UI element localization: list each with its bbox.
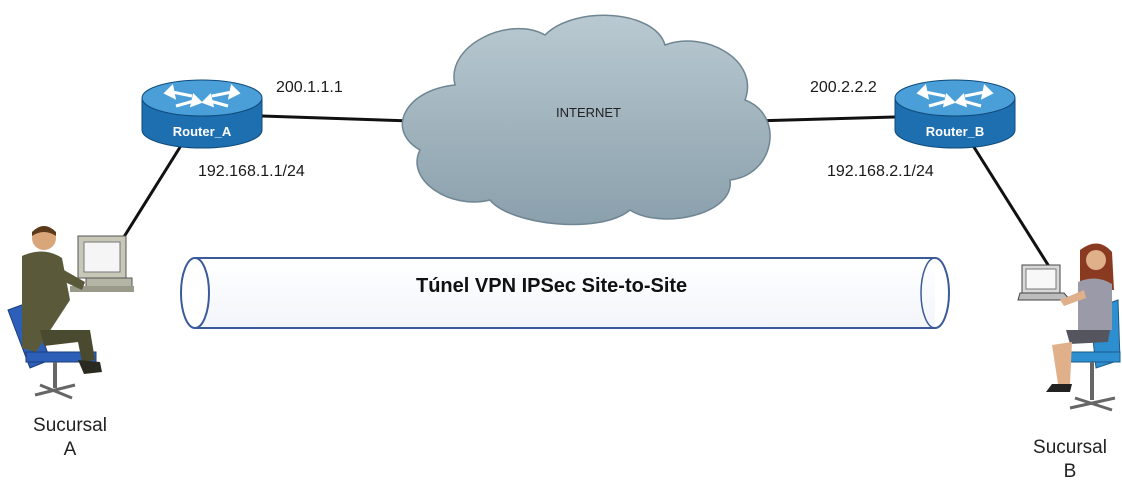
router-b-wan-ip: 200.2.2.2 [810,79,877,96]
user-workstation-icon [7,226,134,400]
router-a-name: Router_A [173,124,232,139]
cloud-icon [401,14,771,226]
site-b-line1: Sucursal [1033,437,1107,458]
router-b-lan-ip: 192.168.2.1/24 [827,163,934,180]
site-b-label: Sucursal B [1020,436,1120,484]
site-a-line1: Sucursal [33,415,107,436]
vpn-tunnel [180,257,950,329]
site-b-line2: B [1063,461,1077,482]
link-router-a-internet [261,114,413,123]
site-a-label: Sucursal A [20,414,120,462]
router-a-wan-ip: 200.1.1.1 [276,79,343,96]
internet-label: INTERNET [556,105,621,120]
link-router-b-site-b [970,143,1052,269]
tunnel-label: Túnel VPN IPSec Site-to-Site [416,275,688,297]
link-internet-router-b [751,115,896,123]
router-b-icon: Router_B [894,79,1016,149]
router-b-name: Router_B [926,124,985,139]
user-laptop-icon [1017,243,1121,412]
router-a-lan-ip: 192.168.1.1/24 [198,163,305,180]
router-a-icon: Router_A [141,79,263,149]
site-a-line2: A [63,439,77,460]
link-router-a-site-a [120,143,184,241]
